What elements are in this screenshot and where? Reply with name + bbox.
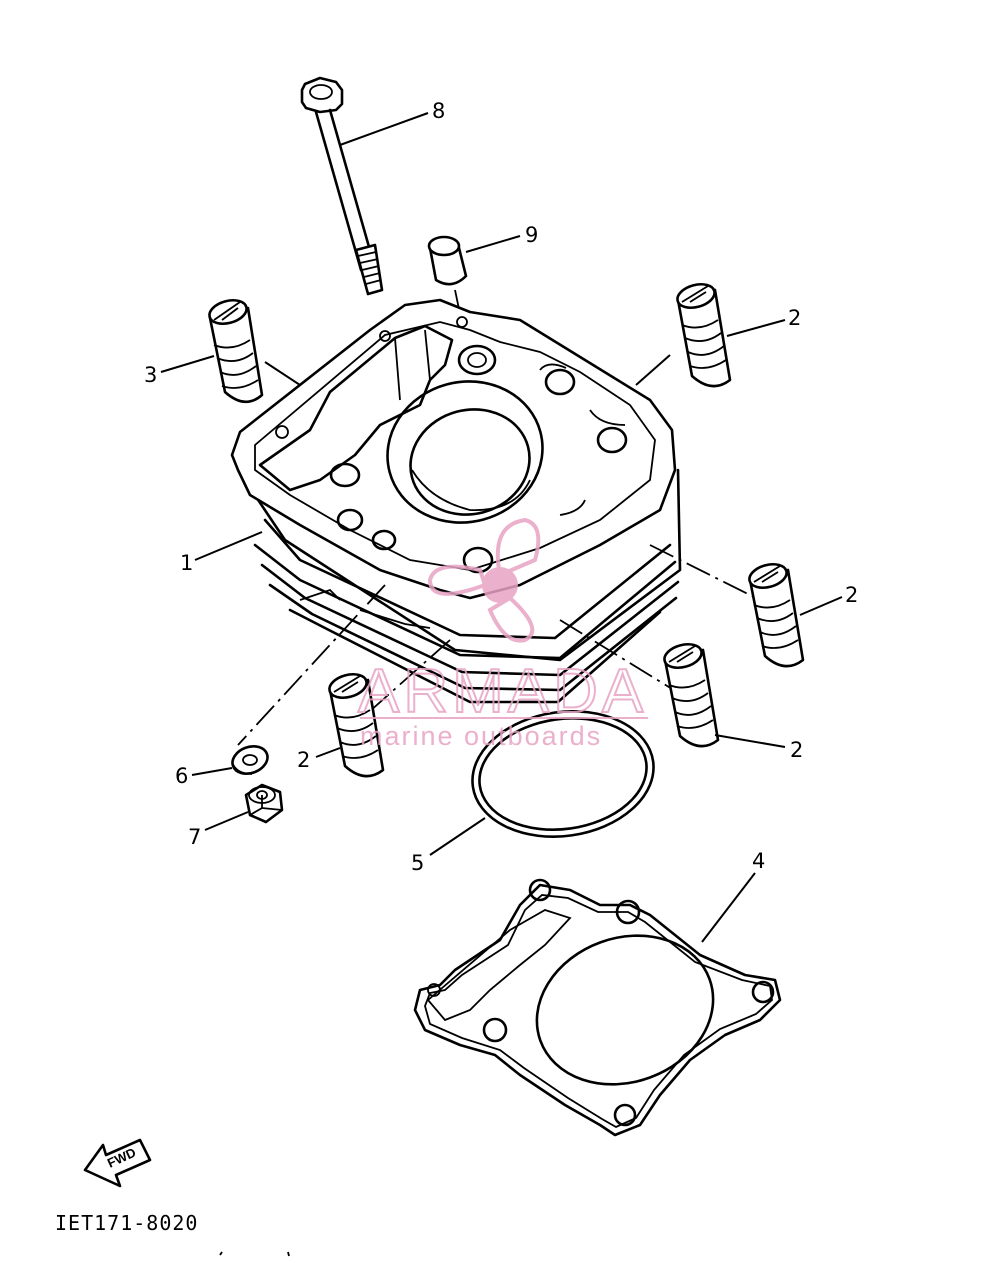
callout-labels: 8 9 3 2 2 2 2 1 6 7 5 4 — [144, 99, 858, 875]
forward-arrow-icon: FWD — [83, 1138, 152, 1188]
dowel-pin-7 — [427, 235, 468, 286]
callout-6: 8 — [432, 99, 445, 123]
callout-5: 5 — [411, 851, 424, 875]
callout-2-top: 2 — [788, 306, 801, 330]
callout-7: 9 — [525, 223, 538, 247]
sleeve-2-top-right — [676, 282, 732, 388]
callout-2-left: 2 — [297, 748, 310, 772]
sleeve-2-low-right — [663, 642, 720, 748]
callout-4: 4 — [752, 849, 765, 873]
bolt-6 — [300, 76, 384, 296]
callout-1: 1 — [180, 551, 193, 575]
sleeve-3 — [208, 298, 264, 404]
gasket-4 — [413, 878, 782, 1137]
drawing-code: IET171-8020 — [55, 1211, 198, 1235]
washer-8 — [231, 745, 269, 775]
watermark-title: ARMADA — [358, 657, 647, 726]
watermark: ARMADA marine outboards — [357, 517, 648, 751]
callout-2-low: 2 — [790, 738, 803, 762]
watermark-subtitle: marine outboards — [360, 721, 602, 751]
nut-9 — [244, 783, 284, 824]
sleeve-2-left — [328, 672, 385, 778]
callout-3: 3 — [144, 363, 157, 387]
callout-8: 6 — [175, 764, 188, 788]
callout-2-mid: 2 — [845, 583, 858, 607]
center-lines — [237, 289, 761, 746]
sleeve-2-mid-right — [748, 562, 805, 668]
watermark-propeller-logo — [427, 517, 541, 643]
o-ring-5 — [471, 710, 655, 838]
cylinder-body — [230, 298, 682, 704]
callout-9: 7 — [188, 825, 201, 849]
leader-lines — [160, 112, 843, 943]
